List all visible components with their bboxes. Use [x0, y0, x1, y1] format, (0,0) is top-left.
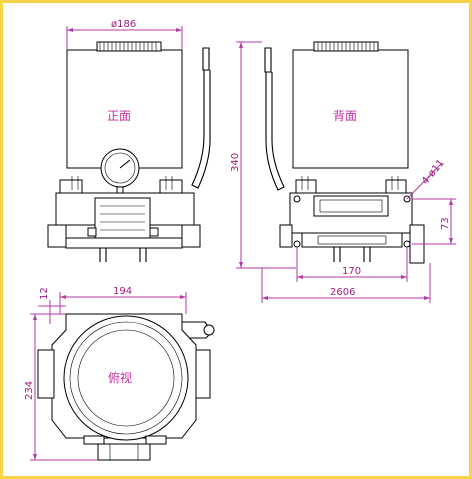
top-view-label: 俯视 [108, 370, 132, 385]
dim-diameter: ø186 [111, 19, 136, 30]
dim-hole-spacing: 170 [342, 266, 361, 277]
mount-hole-icon [403, 240, 411, 248]
back-reservoir [292, 49, 409, 169]
front-view-label: 正面 [107, 109, 131, 123]
back-panel [313, 195, 389, 217]
top-view: 俯视 194 12 234 [24, 286, 215, 461]
back-view-label: 背面 [333, 109, 357, 123]
front-handle-lever [191, 70, 211, 189]
back-handle-grip [264, 47, 272, 73]
dim-top-width: 194 [113, 286, 132, 297]
front-view: 正面 ø186 [47, 19, 211, 262]
dim-depth: 234 [24, 381, 35, 400]
back-view: 背面 340 4-ø11 73 170 2606 [230, 41, 456, 303]
dim-top-margin: 12 [39, 287, 50, 300]
top-reservoir [63, 315, 189, 441]
back-handle-lever [265, 72, 285, 191]
back-cap-ribs [317, 42, 375, 51]
front-valve-block [94, 197, 151, 239]
dim-height: 340 [230, 153, 241, 172]
top-outlet-block [97, 443, 151, 461]
front-cap-ribs [99, 42, 157, 51]
front-handle-grip [202, 47, 210, 71]
dim-offset: 73 [440, 217, 451, 230]
front-cap [96, 41, 162, 52]
mount-hole-icon [293, 240, 301, 248]
dim-holes: 4-ø11 [420, 158, 447, 187]
dim-overall-width: 2606 [330, 287, 355, 298]
mount-hole-icon [293, 195, 301, 203]
front-reservoir [66, 49, 183, 169]
